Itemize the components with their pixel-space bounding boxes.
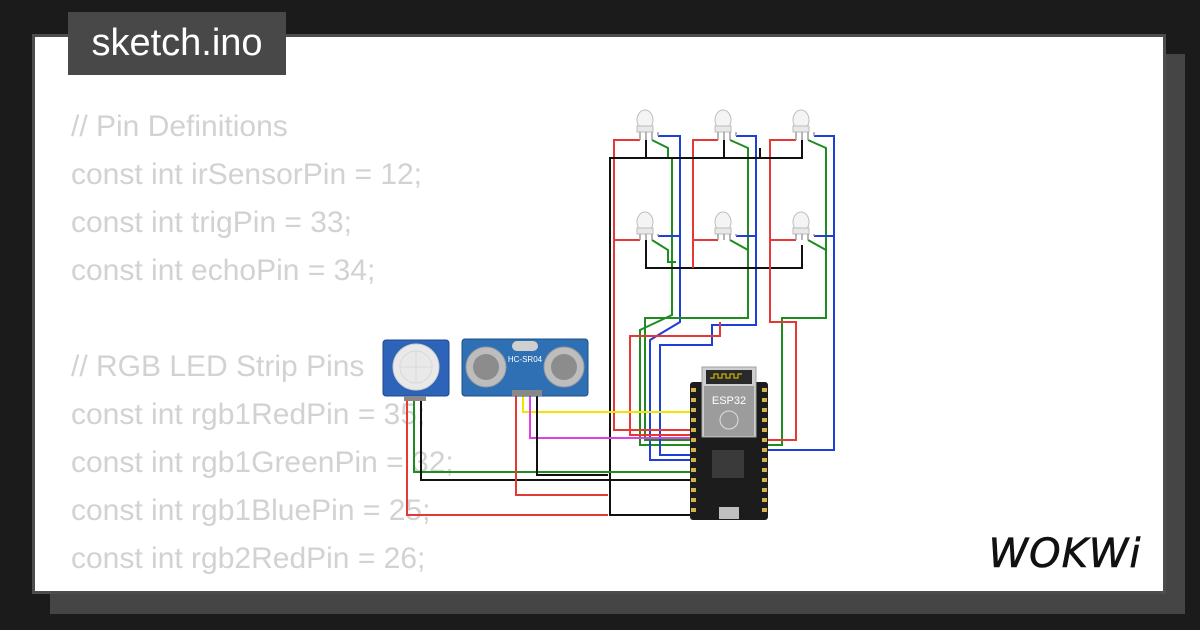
wire-green [765, 139, 827, 446]
ultrasonic-sensor[interactable]: HC-SR04 [461, 338, 589, 397]
code-line: // Pin Definitions [71, 110, 288, 143]
wire-green [644, 139, 749, 441]
esp32-label: ESP32 [712, 395, 746, 407]
wire-magenta [529, 395, 695, 439]
wire-green [651, 239, 676, 263]
wire-black [614, 140, 803, 159]
code-preview: // Pin Definitions const int irSensorPin… [71, 103, 454, 591]
code-line: const int rgb1RedPin = 35; [71, 398, 426, 431]
code-line: const int rgb1BluePin = 25; [71, 494, 431, 527]
wire-green [639, 139, 695, 446]
wire-green [413, 395, 695, 473]
wire-red [515, 395, 608, 496]
wire-black [723, 140, 761, 159]
code-line: const int echoPin = 34; [71, 254, 376, 287]
sonar-label: HC-SR04 [508, 355, 543, 364]
project-card[interactable]: // Pin Definitions const int irSensorPin… [32, 34, 1166, 594]
wire-black [536, 395, 608, 476]
wire-red [406, 395, 608, 516]
wire-green [729, 239, 749, 251]
wire-red [613, 240, 695, 431]
wire-black [420, 395, 695, 481]
wire-blue [649, 135, 695, 461]
wire-red [629, 322, 721, 436]
code-line: const int trigPin = 33; [71, 206, 352, 239]
wire-black [645, 240, 803, 269]
file-tab[interactable]: sketch.ino [68, 12, 286, 75]
code-line: const int rgb1GreenPin = 32; [71, 446, 454, 479]
code-line: const int irSensorPin = 12; [71, 158, 423, 191]
rgb-led[interactable] [792, 211, 815, 240]
wokwi-logo: WOKWi [988, 531, 1142, 578]
rgb-led[interactable] [636, 211, 659, 240]
wire-blue [765, 135, 835, 451]
wire-red [692, 139, 718, 241]
wire-red [613, 139, 640, 241]
wire-red [769, 139, 796, 241]
code-line: // RGB LED Strip Pins [71, 350, 365, 383]
wire-black [609, 140, 695, 516]
code-line: const int rgb2RedPin = 26; [71, 542, 426, 575]
wire-yellow [522, 395, 695, 413]
wire-red [765, 240, 797, 441]
rgb-led[interactable] [714, 211, 737, 240]
rgb-led[interactable] [792, 109, 815, 140]
esp32-board[interactable]: ESP32 [690, 366, 768, 520]
logo-text: WOKWi [989, 531, 1142, 577]
code-line: const int rgb2GreenPin = 27; [71, 583, 454, 591]
rgb-led[interactable] [714, 109, 737, 140]
wire-green [807, 239, 827, 251]
rgb-led[interactable] [636, 109, 659, 140]
pir-sensor[interactable] [382, 339, 450, 401]
